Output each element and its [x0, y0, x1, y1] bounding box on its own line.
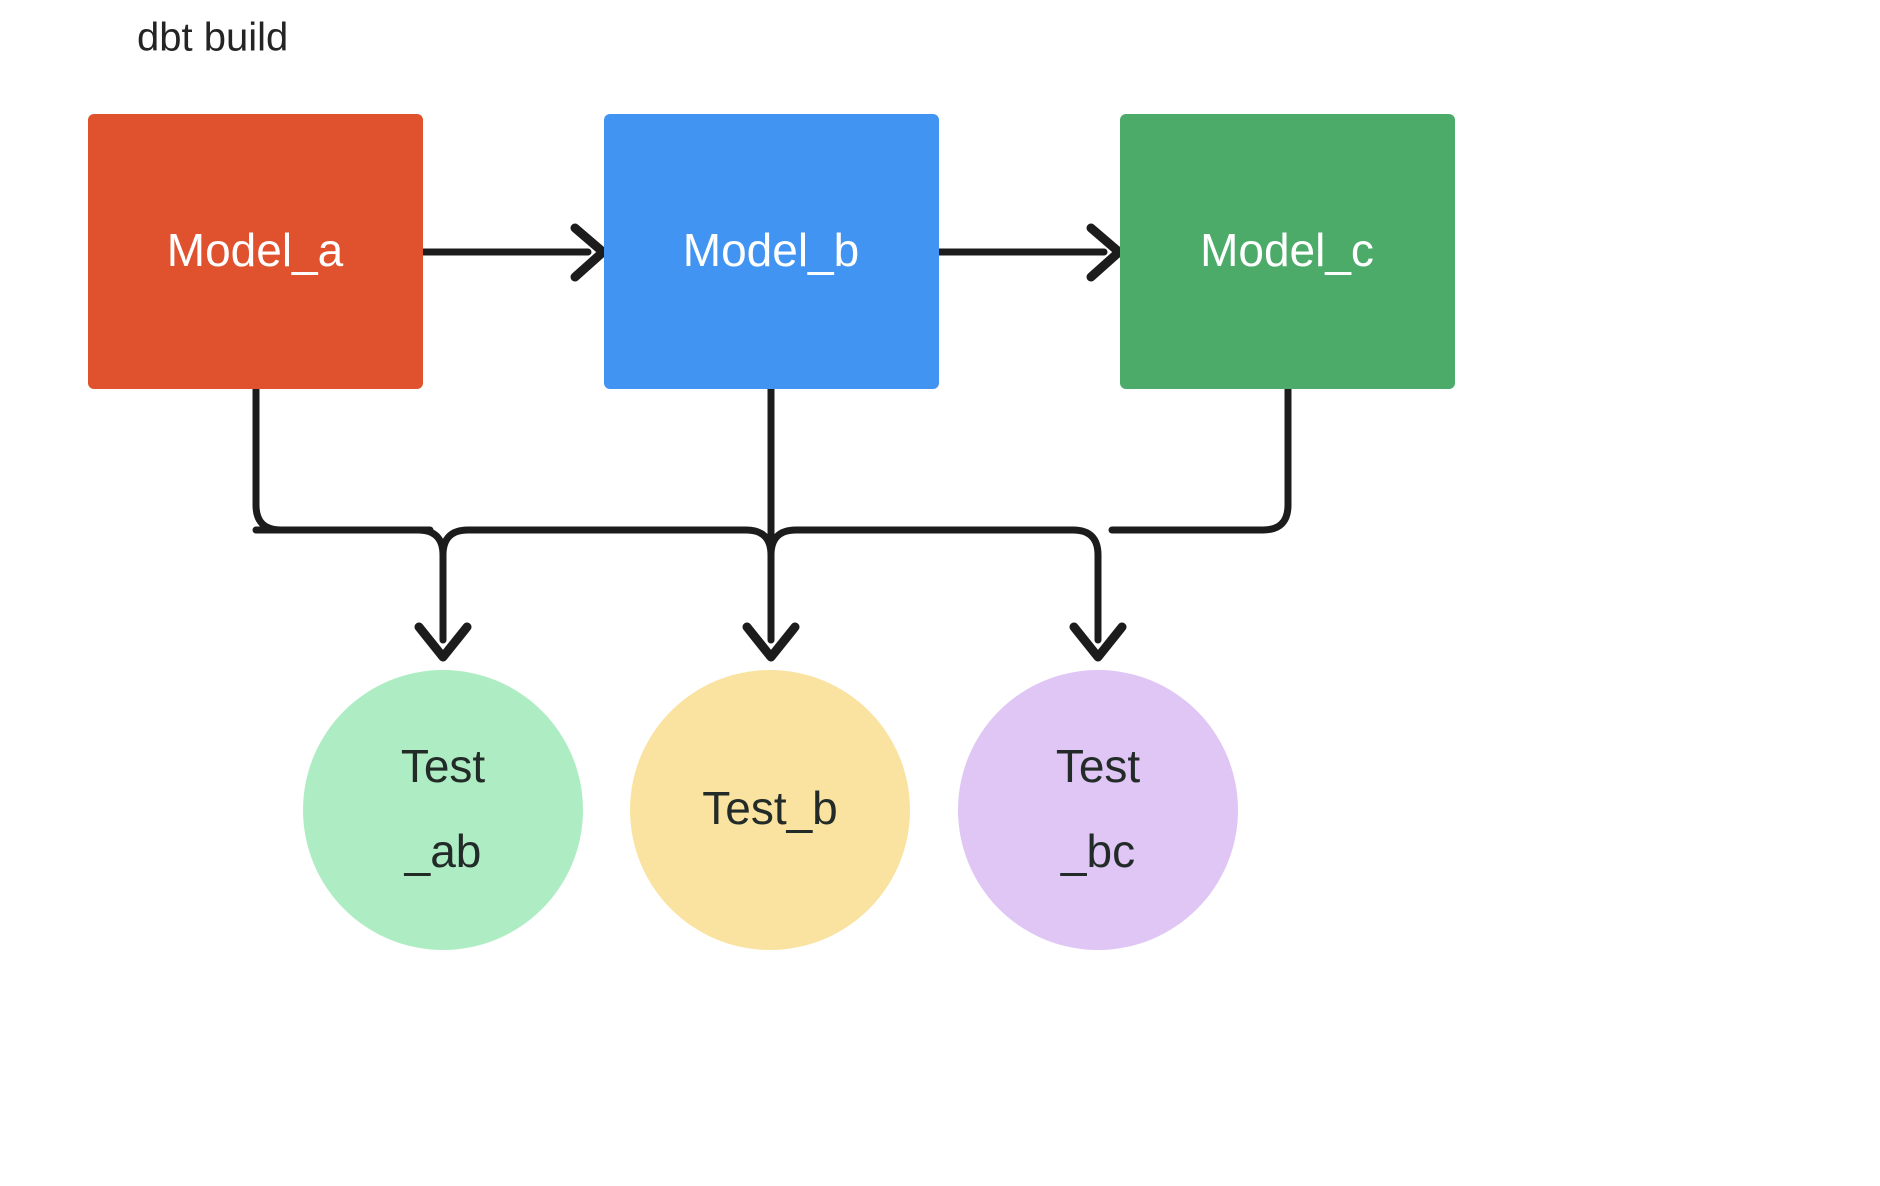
arrowhead-model-a-to-model-b [570, 223, 608, 282]
arrowhead-to-test-b [742, 622, 800, 662]
edge-bus-branch-test-ab [252, 526, 447, 644]
test-bc-label-line2: _bc [1060, 825, 1135, 877]
test-bc-circle[interactable] [958, 670, 1238, 950]
edges-layer [252, 223, 1292, 662]
model-a-label: Model_a [167, 224, 344, 276]
node-test-ab[interactable]: Test _ab [303, 670, 583, 950]
node-model-a[interactable]: Model_a [88, 114, 423, 389]
arrowhead-model-b-to-model-c [1086, 223, 1124, 282]
test-ab-label-line2: _ab [404, 825, 482, 877]
model-b-label: Model_b [683, 224, 859, 276]
model-c-label: Model_c [1200, 224, 1374, 276]
test-b-label-line1: Test_b [702, 782, 838, 834]
arrowhead-to-test-bc [1069, 622, 1127, 662]
edge-bus-branch-test-bc [767, 526, 1102, 644]
node-model-b[interactable]: Model_b [604, 114, 939, 389]
test-b-circle[interactable] [630, 670, 910, 950]
page-title: dbt build [137, 16, 288, 60]
node-model-c[interactable]: Model_c [1120, 114, 1455, 389]
edge-model-a-to-bus [252, 385, 434, 534]
test-ab-circle[interactable] [303, 670, 583, 950]
node-test-b[interactable]: Test_b [630, 670, 910, 950]
model-b-box[interactable] [604, 114, 939, 389]
test-nodes-layer: Test _ab Test_b Test _bc [303, 670, 1238, 950]
test-bc-label-line1: Test [1056, 740, 1141, 792]
test-ab-label-line1: Test [401, 740, 486, 792]
edge-model-c-to-bus [1108, 385, 1292, 534]
model-a-box[interactable] [88, 114, 423, 389]
node-test-bc[interactable]: Test _bc [958, 670, 1238, 950]
model-nodes-layer: Model_a Model_b Model_c [88, 114, 1455, 389]
edge-bus-segment-left [439, 526, 775, 559]
arrowhead-to-test-ab [414, 622, 472, 662]
model-c-box[interactable] [1120, 114, 1455, 389]
